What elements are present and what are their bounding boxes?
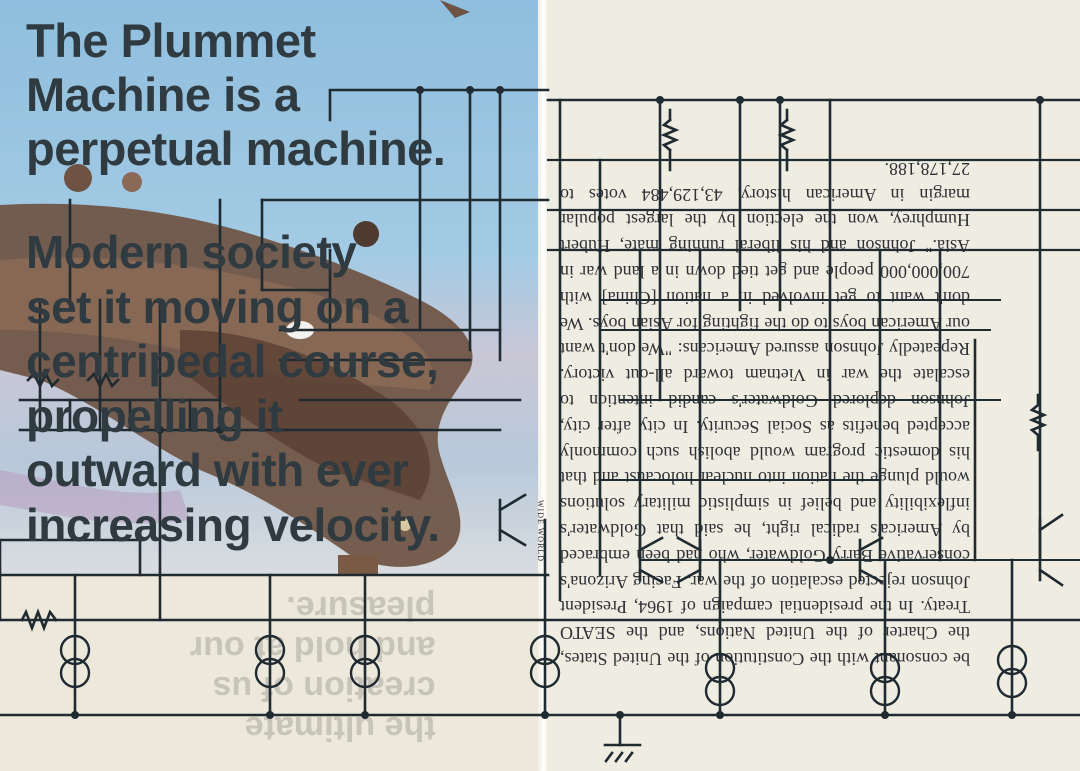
subhead-line-2: set it moving on a: [26, 280, 409, 333]
headline: The Plummet Machine is a perpetual machi…: [26, 14, 446, 176]
subhead-line-3: centripedal course,: [26, 335, 439, 387]
page-gutter: [538, 0, 550, 771]
subheadline: Modern society set it moving on a centri…: [26, 225, 440, 552]
left-page-photo: the ultimate creation of us and hold at …: [0, 0, 548, 771]
photo-credit: WIDE WORLD: [536, 500, 545, 563]
headline-line-1: The Plummet: [26, 14, 316, 67]
subhead-line-4: propelling it: [26, 389, 283, 442]
subhead-line-5: outward with ever: [26, 444, 409, 496]
aircraft-photo: [0, 0, 473, 575]
right-page-paper: [548, 0, 1080, 771]
paper-strip: [0, 575, 548, 771]
headline-line-2: Machine is a: [26, 68, 300, 121]
headline-line-3: perpetual machine.: [26, 122, 446, 175]
subhead-line-6: increasing velocity.: [26, 498, 440, 551]
subhead-line-1: Modern society: [26, 226, 357, 278]
